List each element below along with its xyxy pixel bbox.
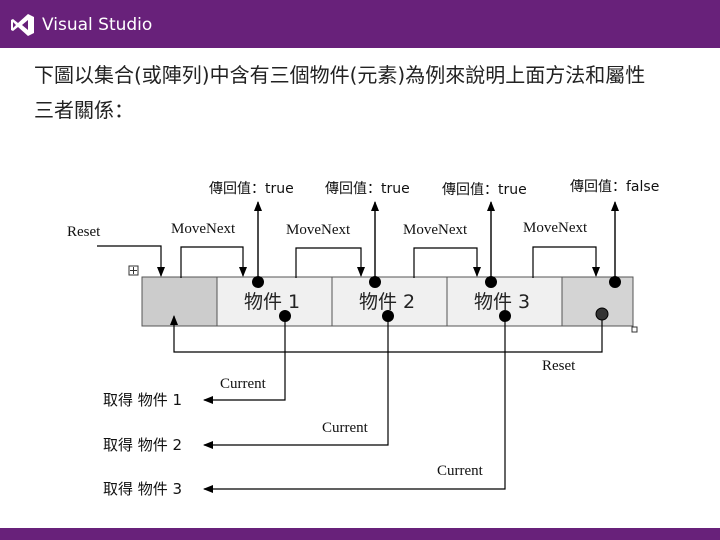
current-dot-3 [499, 310, 511, 322]
movenext-label-2: MoveNext [286, 222, 351, 238]
current-label-3: Current [437, 463, 484, 479]
position-dot-3 [485, 276, 497, 288]
movenext-arrow-2 [295, 247, 365, 278]
position-dot-2 [369, 276, 381, 288]
current-dot-1 [279, 310, 291, 322]
movenext-label-4: MoveNext [523, 220, 588, 236]
movenext-label-3: MoveNext [403, 222, 468, 238]
reset-dot [595, 307, 609, 321]
get-label-3: 取得 物件 3 [103, 480, 182, 498]
reset-top-label: Reset [67, 224, 101, 240]
position-dot-4 [609, 276, 621, 288]
resize-handle-icon [631, 326, 638, 333]
current-dot-2 [382, 310, 394, 322]
description: 下圖以集合(或陣列)中含有三個物件(元素)為例來說明上面方法和屬性 三者關係： [34, 58, 694, 128]
return-label-3: 傳回值：true [442, 182, 527, 198]
move-handle-icon [128, 265, 139, 276]
current-label-1: Current [220, 376, 267, 392]
cell-label-object-2: 物件 2 [359, 291, 415, 313]
description-line-2: 三者關係： [34, 98, 134, 122]
reset-top-arrow [97, 245, 165, 277]
get-label-1: 取得 物件 1 [103, 391, 182, 409]
cell-before-first [141, 276, 218, 327]
bottom-bar [0, 528, 720, 540]
current-label-2: Current [322, 420, 369, 436]
title-bar: Visual Studio [0, 0, 720, 48]
movenext-arrow-3 [413, 247, 481, 278]
position-dot-1 [252, 276, 264, 288]
cell-label-object-3: 物件 3 [474, 291, 530, 313]
logo: Visual Studio [10, 10, 152, 40]
return-label-2: 傳回值：true [325, 181, 410, 197]
current-arrow-2 [203, 316, 389, 449]
return-label-1: 傳回值：true [209, 181, 294, 197]
visual-studio-logo-icon [11, 14, 34, 36]
movenext-arrow-4 [532, 246, 600, 278]
movenext-arrow-1 [180, 246, 247, 278]
get-label-2: 取得 物件 2 [103, 436, 182, 454]
current-arrow-3 [203, 316, 506, 493]
cell-label-object-1: 物件 1 [244, 291, 300, 313]
cell-object-1 [216, 276, 333, 327]
movenext-label-1: MoveNext [171, 221, 236, 237]
return-label-4: 傳回值：false [570, 179, 659, 195]
reset-bottom-label: Reset [542, 358, 576, 374]
brand-text: Visual Studio [42, 15, 153, 35]
description-line-1: 下圖以集合(或陣列)中含有三個物件(元素)為例來說明上面方法和屬性 [34, 63, 646, 87]
current-arrow-1 [203, 316, 286, 404]
